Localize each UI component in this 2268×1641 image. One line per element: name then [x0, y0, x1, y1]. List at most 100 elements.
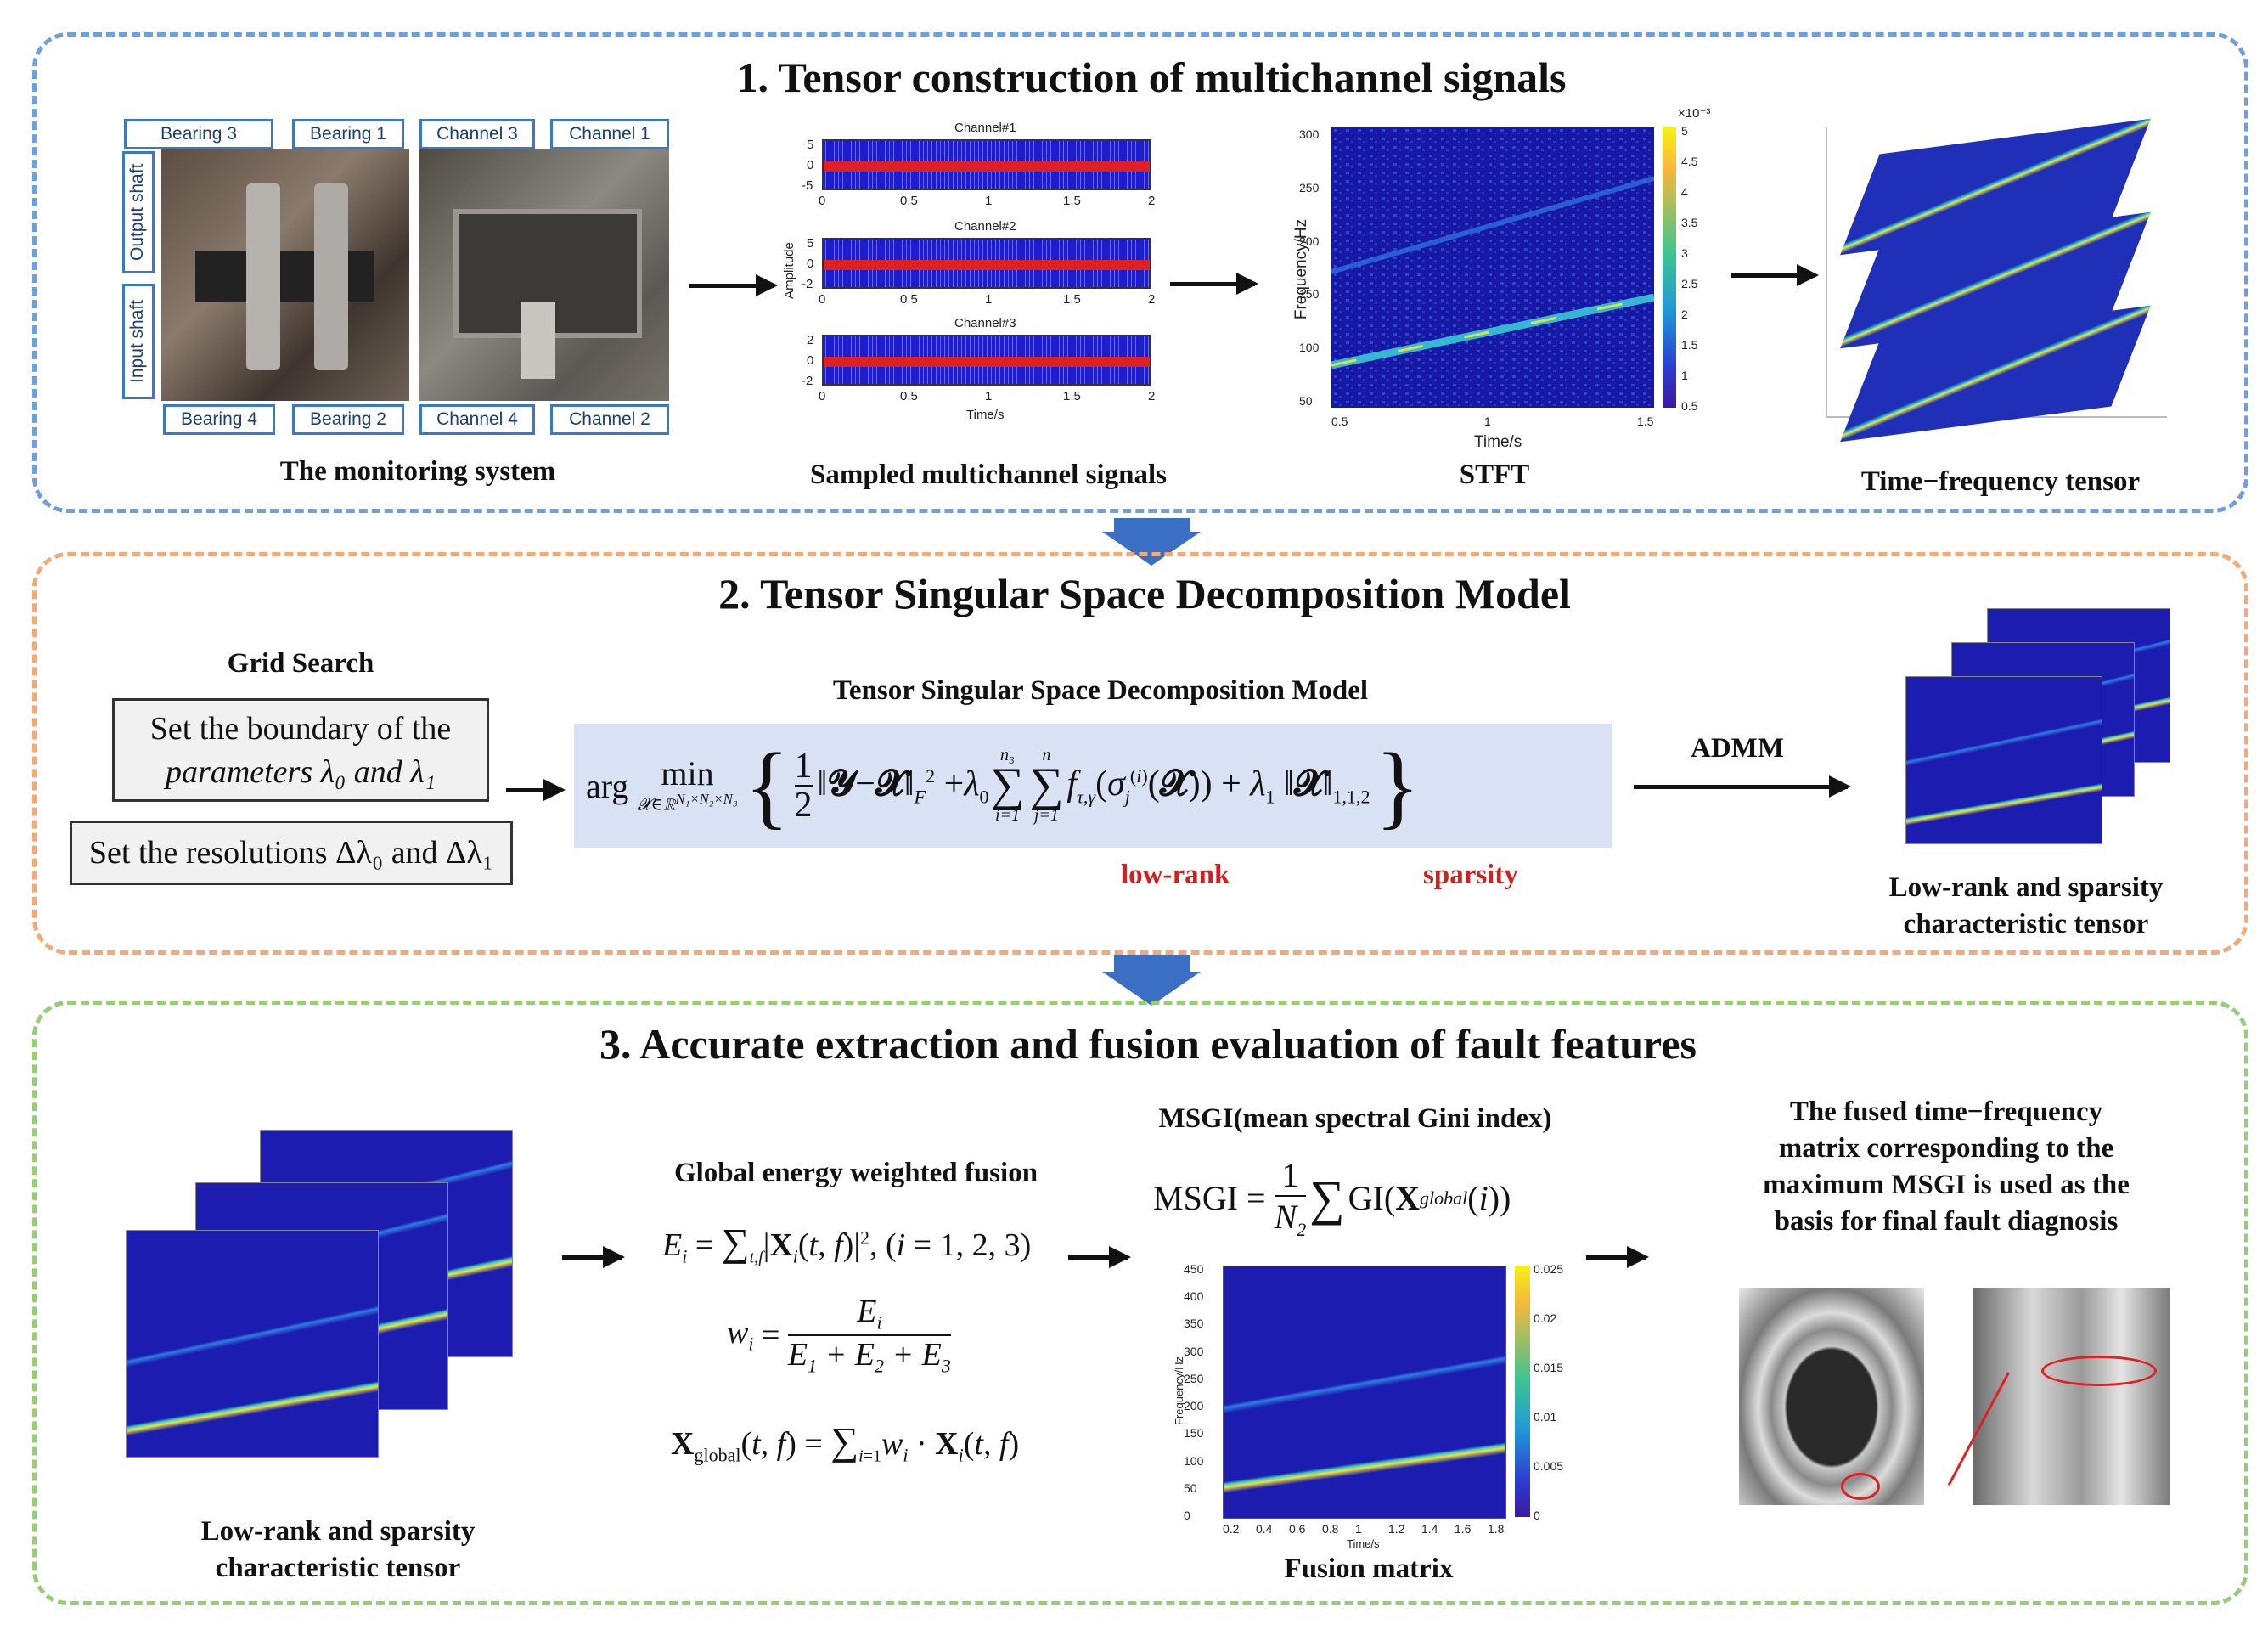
arrow-msgi-to-diagnosis: [1586, 1246, 1649, 1268]
label-output-shaft: Output shaft: [122, 151, 155, 274]
channel3-title: Channel#3: [954, 316, 1016, 330]
result-caption: Low-rank and sparsity characteristic ten…: [1889, 870, 2164, 943]
signals-caption: Sampled multichannel signals: [810, 460, 1167, 490]
inner-ring-fault-mark: [2041, 1356, 2157, 1386]
fusion-colorbar-tick: 0.025: [1534, 1262, 1564, 1276]
ch2-ytick: -2: [802, 277, 813, 291]
label-channel-2: Channel 2: [550, 404, 669, 435]
parameter-boundary-line2: parameters λ₀ and λ₁: [166, 754, 436, 791]
weight-formula: wi = Ei E1 + E2 + E3: [727, 1294, 951, 1377]
parameter-boundary-line1: Set the boundary of the: [149, 711, 452, 747]
ch1-xtick: 0.5: [900, 194, 918, 208]
ch1-xtick: 1.5: [1063, 194, 1081, 208]
monitoring-photo-left: [161, 149, 409, 401]
feature-slice-front: [126, 1230, 379, 1458]
result-stack: [1894, 605, 2174, 860]
final-line-1: The fused time−frequency: [1789, 1097, 2103, 1127]
stft-xticks: 0.5 1 1.5: [1331, 414, 1654, 431]
fusion-matrix-colorbar: [1515, 1266, 1530, 1517]
channel2-title: Channel#2: [954, 219, 1016, 234]
stft-colorbar-tick: 4: [1681, 185, 1688, 199]
ch1-xtick: 0: [819, 194, 826, 208]
bearing-inner-ring-photo: [1947, 1288, 2170, 1505]
fusion-xtick: 0.4: [1256, 1522, 1273, 1536]
stft-colorbar: [1663, 127, 1676, 408]
down-arrow-2-stem: [1114, 955, 1190, 972]
ch3-ytick: -2: [802, 374, 813, 388]
arrow-features-to-fusion: [562, 1246, 625, 1268]
model-formula: arg min 𝓧∈ℝN₁×N₂×N₃ { 1 2 ‖𝓨−𝓧‖F2 +λ0 n₃…: [574, 724, 1612, 848]
panel-decomposition-model: [32, 552, 2248, 955]
ch3-xtick: 1.5: [1063, 389, 1081, 403]
monitoring-photo-right: [419, 149, 669, 401]
label-input-shaft: Input shaft: [122, 284, 155, 399]
stft-ytick: 200: [1299, 234, 1320, 248]
fusion-colorbar-tick: 0.01: [1534, 1410, 1557, 1424]
ch2-xtick: 2: [1148, 292, 1156, 307]
panel3-title: 3. Accurate extraction and fusion evalua…: [599, 1020, 1697, 1068]
final-line-2: matrix corresponding to the: [1778, 1132, 2114, 1164]
ch2-ytick: 0: [807, 257, 814, 271]
down-arrow-1-stem: [1114, 518, 1190, 532]
grid-search-title: Grid Search: [227, 648, 374, 679]
stft-xtick: 1: [1484, 414, 1491, 428]
ch2-xtick: 1: [985, 292, 993, 307]
ch2-xtick: 0.5: [900, 292, 918, 307]
fusion-colorbar-tick: 0.005: [1534, 1459, 1564, 1473]
admm-label: ADMM: [1691, 733, 1784, 764]
signals-ylabel: Amplitude: [781, 242, 796, 299]
channel1-title: Channel#1: [954, 121, 1016, 135]
fusion-ytick: 350: [1184, 1317, 1204, 1331]
final-description: The fused time−frequency matrix correspo…: [1763, 1094, 2130, 1240]
final-line-3: maximum MSGI is used as the: [1763, 1169, 2130, 1200]
resolution-box: Set the resolutions Δλ₀ and Δλ₁: [70, 820, 513, 885]
ch1-xtick: 1: [985, 194, 993, 208]
fusion-ytick: 100: [1184, 1453, 1204, 1468]
fusion-ytick: 150: [1184, 1426, 1204, 1441]
fusion-ytick: 200: [1184, 1399, 1204, 1413]
label-channel-4: Channel 4: [419, 404, 535, 435]
channel3-trace: [822, 335, 1151, 386]
stft-xtick: 0.5: [1331, 414, 1348, 428]
fusion-ytick: 300: [1184, 1344, 1204, 1358]
stft-colorbar-tick: 3: [1681, 246, 1688, 260]
channel1-trace: [822, 139, 1151, 190]
feature-stack: [85, 1121, 526, 1495]
parameter-boundary-box: Set the boundary of the parameters λ₀ an…: [112, 698, 489, 802]
tensor-caption: Time−frequency tensor: [1860, 466, 2141, 497]
stft-xtick: 1.5: [1637, 414, 1654, 428]
result-caption-line1: Low-rank and sparsity: [1888, 872, 2164, 903]
result-slice-front: [1905, 676, 2102, 844]
arrow-stft-to-tensor: [1731, 264, 1819, 286]
ch1-ytick: -5: [802, 178, 813, 193]
label-bearing-3: Bearing 3: [124, 119, 273, 149]
arrow-signals-to-stft: [1170, 273, 1258, 295]
stft-colorbar-tick: 1: [1681, 369, 1688, 382]
panel-fault-features: [32, 1001, 2248, 1605]
label-channel-3: Channel 3: [419, 119, 535, 149]
fusion-xtick: 1.4: [1421, 1522, 1438, 1536]
ch2-xtick: 0: [819, 292, 826, 307]
energy-formula: Ei = ∑t,f|Xi(t, f)|2, (i = 1, 2, 3): [662, 1221, 1032, 1267]
fusion-colorbar-tick: 0.015: [1534, 1361, 1564, 1374]
sparsity-label: sparsity: [1423, 860, 1518, 890]
channel2-trace: [822, 238, 1151, 289]
fusion-ytick: 400: [1184, 1289, 1204, 1304]
stft-colorbar-tick: 2: [1681, 307, 1688, 321]
stft-ytick: 100: [1299, 341, 1320, 355]
fusion-xtick: 1.8: [1488, 1522, 1505, 1536]
tensor-3d: [1809, 102, 2191, 443]
stft-ytick: 250: [1299, 180, 1320, 195]
feature-caption-line1: Low-rank and sparsity: [200, 1516, 476, 1547]
final-line-4: basis for final fault diagnosis: [1774, 1205, 2119, 1237]
msgi-title: MSGI(mean spectral Gini index): [1158, 1103, 1552, 1134]
stft-colorbar-tick: 0.5: [1681, 399, 1698, 413]
arrow-model-to-tensor: [1634, 775, 1851, 798]
stft-colorbar-tick: 1.5: [1681, 338, 1698, 352]
down-arrow-1: [1102, 532, 1201, 566]
fusion-xtick: 0.8: [1322, 1522, 1339, 1536]
ch1-ytick: 5: [807, 138, 814, 152]
